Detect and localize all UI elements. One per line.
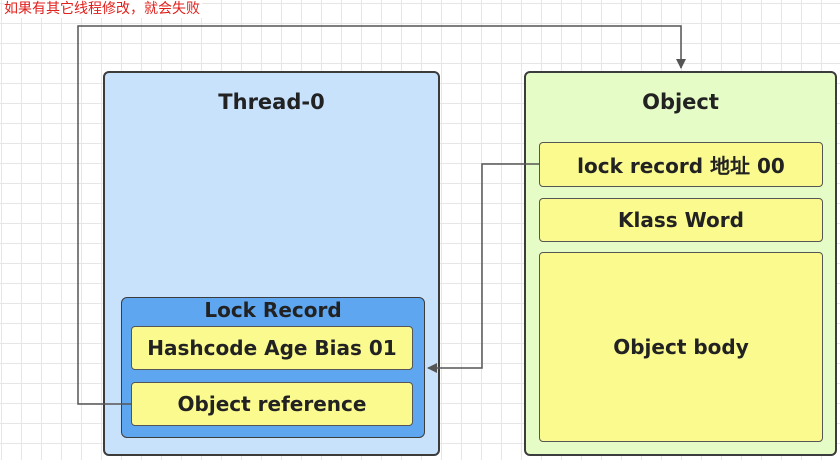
object-reference-field: Object reference	[131, 382, 413, 426]
klass-word-field: Klass Word	[539, 198, 823, 242]
lock-record-pointer-arrow	[427, 163, 539, 373]
lock-record-title: Lock Record	[204, 298, 342, 322]
lock-record-address-field: lock record 地址 00	[539, 142, 823, 187]
object-body-field: Object body	[539, 252, 823, 442]
object-title: Object	[642, 90, 719, 114]
object-reference-arrow	[77, 25, 686, 405]
hashcode-field: Hashcode Age Bias 01	[131, 326, 413, 370]
thread-title: Thread-0	[218, 90, 325, 114]
caption-text: 如果有其它线程修改，就会失败	[4, 0, 202, 18]
